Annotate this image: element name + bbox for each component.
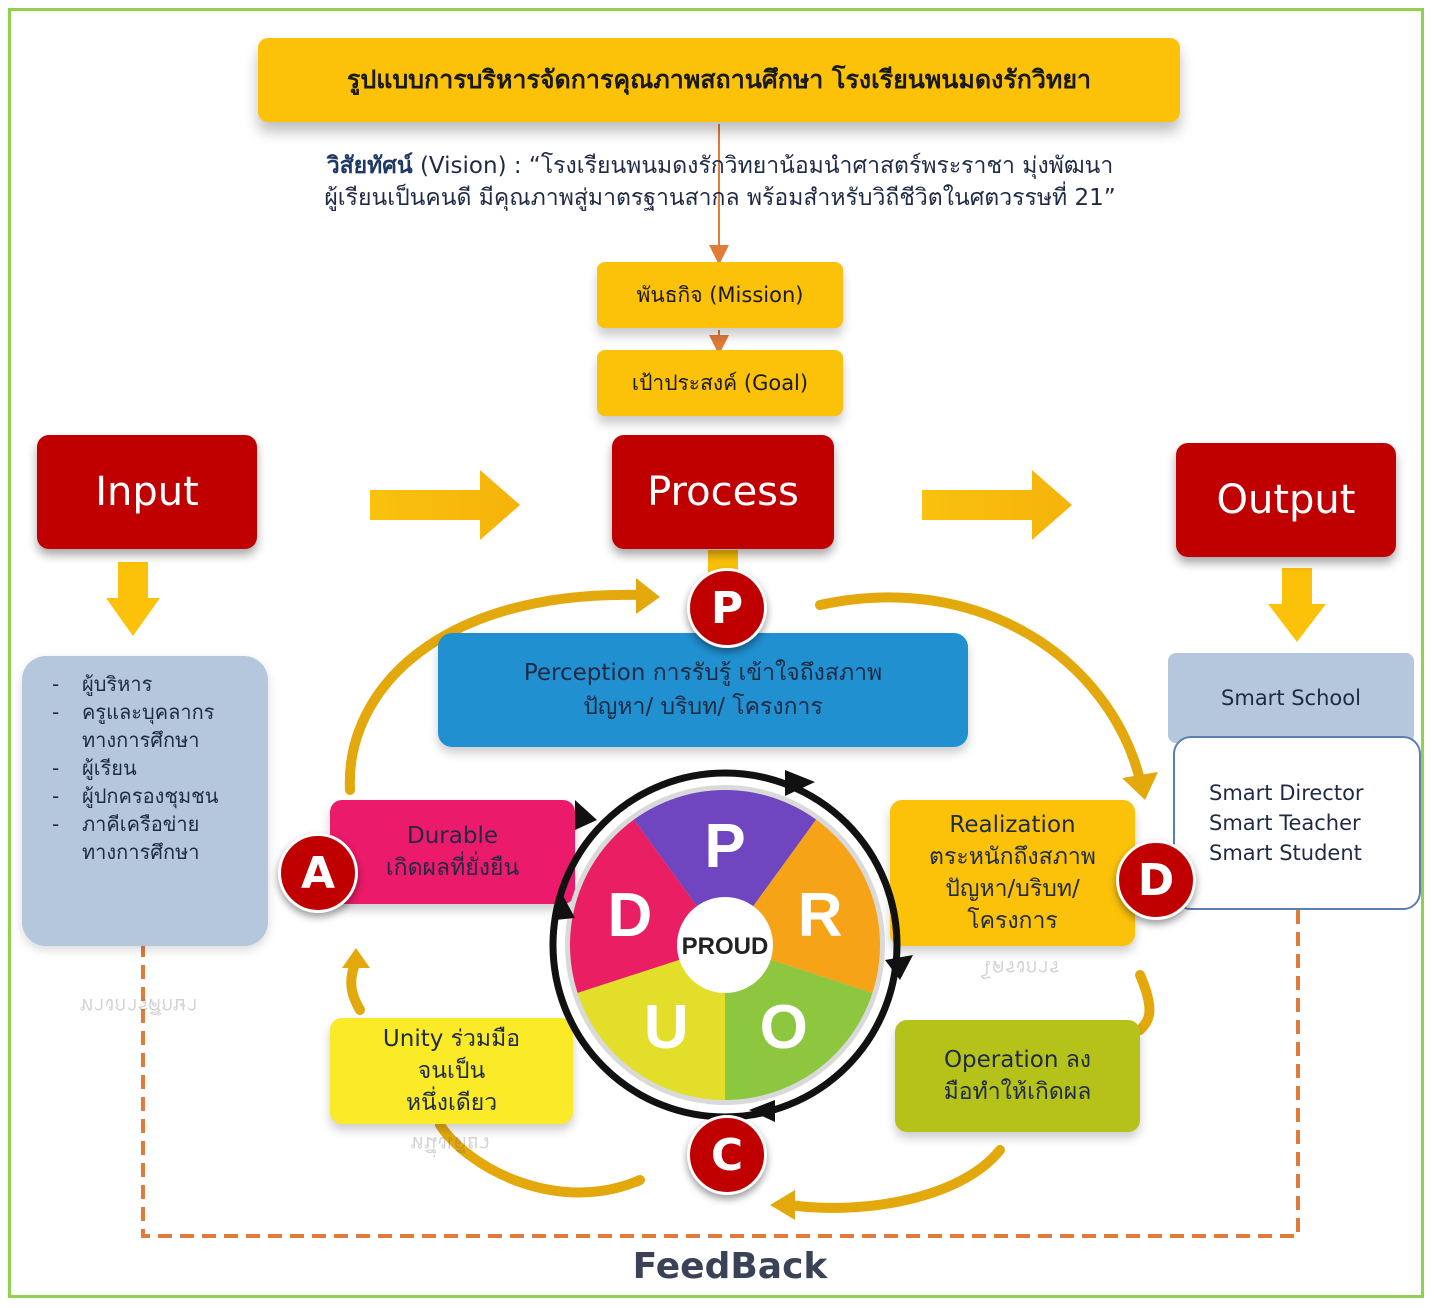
curve-c-to-u: [435, 1120, 645, 1198]
feedback-loop-line: [141, 910, 1300, 1238]
wheel-letter-p: P: [704, 812, 745, 881]
input-item-network: ภาคีเครือข่ายทางการศึกษา: [52, 810, 258, 866]
operation-line2: มือทำให้เกิดผล: [943, 1079, 1092, 1105]
operation-line1: Operation ลง: [943, 1047, 1092, 1073]
input-list-reflection: ทางการศึกษา: [80, 994, 198, 1018]
output-box: Output: [1176, 443, 1396, 557]
realization-line4: โครงการ: [967, 908, 1058, 934]
badge-d: D: [1116, 840, 1196, 920]
wheel-segment-u: [577, 945, 725, 1100]
page-frame: [8, 8, 1424, 1298]
durable-line1: Durable: [407, 823, 498, 849]
badge-p: P: [687, 568, 767, 648]
curve-u-to-a: [346, 957, 365, 1015]
curve-u-to-a-head: [342, 948, 370, 968]
curve-a-to-p: [344, 589, 645, 795]
perception-line2: ปัญหา/ บริบท/ โครงการ: [583, 694, 823, 720]
diagram-title: รูปแบบการบริหารจัดการคุณภาพสถานศึกษา โรง…: [258, 38, 1180, 122]
wheel-letter-o: O: [760, 993, 808, 1062]
curve-d-to-o: [1135, 970, 1155, 1035]
smart-student: Smart Student: [1209, 841, 1362, 865]
wheel-letter-u: U: [644, 993, 689, 1062]
curve-p-to-d: [815, 592, 1145, 785]
operation-box: Operation ลง มือทำให้เกิดผล: [895, 1020, 1140, 1132]
realization-line2: ตระหนักถึงสภาพ: [929, 844, 1096, 870]
mission-box: พันธกิจ (Mission): [597, 262, 843, 328]
curve-a-to-p-head: [636, 578, 660, 614]
unity-reflection: หนึ่งเดียว: [410, 1132, 490, 1156]
wheel-letter-r: R: [798, 881, 843, 950]
smart-list-box: Smart Director Smart Teacher Smart Stude…: [1173, 736, 1421, 910]
process-to-output-arrow: [922, 470, 1072, 540]
unity-line3: หนึ่งเดียว: [405, 1090, 498, 1116]
realization-line1: Realization: [949, 812, 1076, 838]
realization-reflection: โครงการ: [980, 956, 1060, 980]
input-to-process-arrow: [370, 470, 520, 540]
smart-director: Smart Director: [1209, 781, 1364, 805]
perception-line1: Perception การรับรู้ เข้าใจถึงสภาพ: [523, 660, 883, 686]
badge-a: A: [278, 833, 358, 913]
curve-p-to-d-head: [1122, 772, 1158, 800]
input-item-parents: ผู้ปกครองชุมชน: [52, 782, 258, 810]
output-down-arrow: [1268, 568, 1326, 642]
wheel-arrowhead-topleft: [575, 800, 597, 830]
realization-box: Realization ตระหนักถึงสภาพ ปัญหา/บริบท/ …: [890, 800, 1135, 946]
input-item-students: ผู้เรียน: [52, 754, 258, 782]
vision-text: วิสัยทัศน์ (Vision) : “โรงเรียนพนมดงรักว…: [250, 150, 1190, 214]
vision-line1: (Vision) : “โรงเรียนพนมดงรักวิทยาน้อมนำศ…: [412, 153, 1114, 179]
proud-wheel: PROUD PROUD: [549, 769, 913, 1122]
curve-o-to-c-head: [770, 1190, 795, 1220]
input-item-admin: ผู้บริหาร: [52, 670, 258, 698]
smart-school-box: Smart School: [1168, 653, 1414, 743]
smart-teacher: Smart Teacher: [1209, 811, 1361, 835]
vision-lead: วิสัยทัศน์: [326, 153, 413, 179]
unity-box: Unity ร่วมมือ จนเป็น หนึ่งเดียว: [330, 1018, 573, 1124]
process-box: Process: [612, 435, 834, 549]
vision-line2: ผู้เรียนเป็นคนดี มีคุณภาพสู่มาตรฐานสากล …: [324, 185, 1116, 211]
wheel-segment-o: [725, 945, 873, 1100]
durable-line2: เกิดผลที่ยั่งยืน: [385, 855, 520, 881]
input-box: Input: [37, 435, 257, 549]
input-down-arrow: [106, 562, 160, 636]
unity-line1: Unity ร่วมมือ: [382, 1026, 521, 1052]
wheel-arrowhead-top: [785, 770, 815, 796]
wheel-arrowhead-left: [555, 890, 575, 920]
badge-c: C: [687, 1115, 767, 1195]
unity-line2: จนเป็น: [417, 1058, 486, 1084]
wheel-arrowhead-bottom: [749, 1100, 775, 1122]
goal-box: เป้าประสงค์ (Goal): [597, 350, 843, 416]
input-item-teachers: ครูและบุคลากรทางการศึกษา: [52, 698, 258, 754]
wheel-center: [677, 897, 773, 993]
curve-o-to-c: [785, 1145, 1005, 1213]
wheel-center-label: PROUD: [682, 933, 769, 960]
feedback-label: FeedBack: [632, 1246, 828, 1287]
perception-box: Perception การรับรู้ เข้าใจถึงสภาพ ปัญหา…: [438, 633, 968, 747]
wheel-arrowhead-right: [885, 955, 913, 980]
wheel-segment-p: [633, 790, 817, 945]
wheel-letter-d: D: [608, 881, 653, 950]
realization-line3: ปัญหา/บริบท/: [945, 876, 1080, 902]
durable-box: Durable เกิดผลที่ยั่งยืน: [330, 800, 575, 904]
input-list: ผู้บริหาร ครูและบุคลากรทางการศึกษา ผู้เร…: [22, 656, 268, 946]
